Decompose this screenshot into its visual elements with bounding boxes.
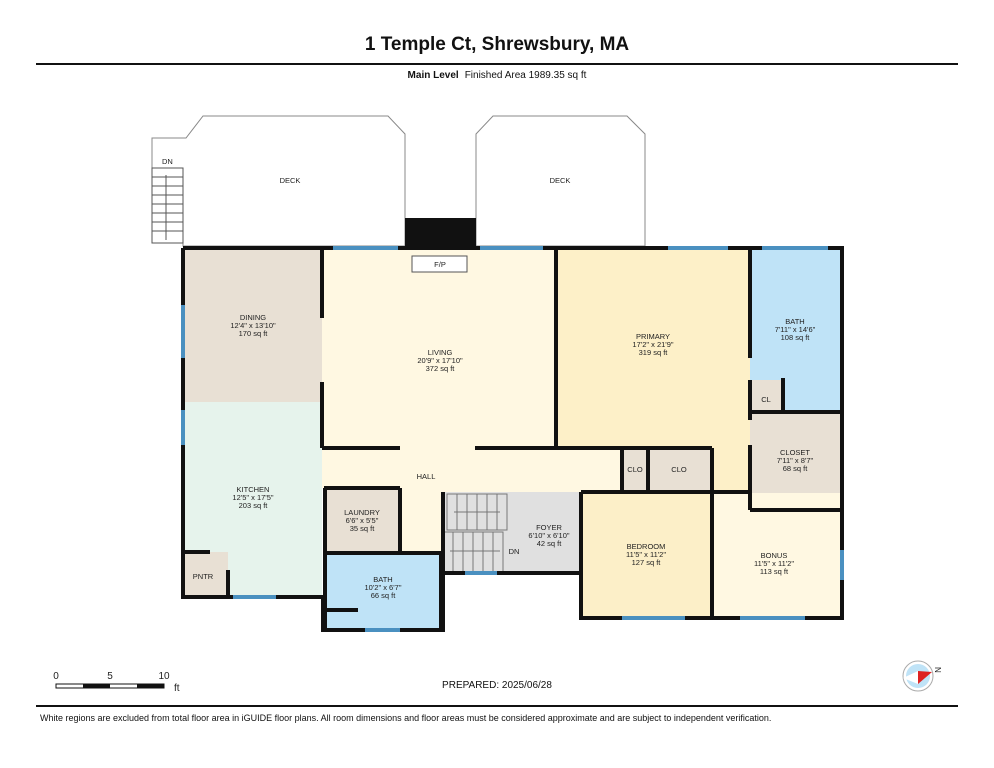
svg-text:7'11" x 14'6": 7'11" x 14'6"	[775, 325, 816, 334]
svg-text:17'2" x 21'9": 17'2" x 21'9"	[632, 340, 673, 349]
room-clo	[648, 448, 712, 490]
svg-text:42 sq ft: 42 sq ft	[537, 539, 563, 548]
deck-label: DECK	[280, 176, 301, 185]
svg-text:108 sq ft: 108 sq ft	[781, 333, 811, 342]
svg-text:113 sq ft: 113 sq ft	[760, 567, 789, 576]
room-clo	[622, 448, 648, 490]
decks	[151, 115, 646, 247]
windows	[181, 246, 844, 632]
svg-text:PRIMARY: PRIMARY	[636, 332, 670, 341]
deck-left	[151, 115, 406, 247]
svg-text:BEDROOM: BEDROOM	[627, 542, 666, 551]
divider	[36, 63, 958, 65]
fireplace	[411, 255, 468, 273]
svg-text:68 sq ft: 68 sq ft	[783, 464, 809, 473]
svg-text:12'5" x 17'5": 12'5" x 17'5"	[232, 493, 273, 502]
fireplace-chimney	[405, 218, 476, 246]
room-pantry	[183, 552, 228, 597]
fireplace-label: F/P	[434, 260, 446, 269]
room-bedroom	[581, 492, 712, 618]
svg-text:319 sq ft: 319 sq ft	[639, 348, 669, 357]
room-laundry	[325, 488, 400, 551]
svg-text:6'6" x 5'5": 6'6" x 5'5"	[346, 516, 379, 525]
svg-text:LIVING: LIVING	[428, 348, 453, 357]
svg-text:BONUS: BONUS	[761, 551, 788, 560]
deck-label: DECK	[550, 176, 571, 185]
svg-text:N: N	[933, 667, 942, 673]
svg-text:20'9" x 17'10": 20'9" x 17'10"	[417, 356, 463, 365]
svg-text:10'2" x 6'7": 10'2" x 6'7"	[365, 583, 402, 592]
svg-text:7'11" x 8'7": 7'11" x 8'7"	[777, 456, 814, 465]
walls	[181, 246, 844, 632]
divider	[36, 705, 958, 707]
room-primary	[556, 248, 750, 493]
svg-text:6'10" x 6'10": 6'10" x 6'10"	[528, 531, 569, 540]
deck-stairs	[151, 167, 184, 244]
stairs-dn-label: DN	[509, 547, 520, 556]
svg-text:BATH: BATH	[785, 317, 804, 326]
hall-label: HALL	[417, 472, 436, 481]
svg-text:LAUNDRY: LAUNDRY	[344, 508, 380, 517]
svg-text:11'5" x 11'2": 11'5" x 11'2"	[626, 550, 666, 559]
clo-label: CLO	[627, 465, 643, 474]
finished-area: Finished Area 1989.35 sq ft	[464, 70, 587, 81]
svg-text:0: 0	[53, 671, 59, 682]
cl-label: CL	[761, 395, 771, 404]
room-living	[322, 248, 556, 448]
svg-text:127 sq ft: 127 sq ft	[632, 558, 662, 567]
svg-text:203 sq ft: 203 sq ft	[239, 501, 269, 510]
deck-dn-label: DN	[162, 157, 173, 166]
pantry-label: PNTR	[193, 572, 214, 581]
svg-text:12'4" x 13'10": 12'4" x 13'10"	[230, 321, 276, 330]
level-label: Main Level	[407, 70, 459, 81]
svg-text:10: 10	[158, 671, 170, 682]
svg-text:BATH: BATH	[373, 575, 392, 584]
room-bath	[325, 553, 441, 630]
svg-text:35 sq ft: 35 sq ft	[350, 524, 376, 533]
subtitle: Main Level Finished Area 1989.35 sq ft	[0, 70, 994, 81]
prepared-date: PREPARED: 2025/06/28	[442, 680, 552, 691]
svg-text:FOYER: FOYER	[536, 523, 562, 532]
svg-text:66 sq ft: 66 sq ft	[371, 591, 397, 600]
disclaimer: White regions are excluded from total fl…	[40, 713, 772, 723]
svg-text:CLOSET: CLOSET	[780, 448, 810, 457]
svg-text:11'5" x 11'2": 11'5" x 11'2"	[754, 559, 794, 568]
svg-text:DINING: DINING	[240, 313, 266, 322]
compass-icon: N	[902, 660, 942, 692]
svg-text:ft: ft	[174, 683, 180, 694]
svg-text:KITCHEN: KITCHEN	[237, 485, 270, 494]
room-cl	[750, 380, 783, 412]
room-bonus	[712, 493, 840, 618]
svg-text:5: 5	[107, 671, 113, 682]
svg-text:170 sq ft: 170 sq ft	[239, 329, 269, 338]
svg-text:372 sq ft: 372 sq ft	[426, 364, 456, 373]
room-hall	[322, 448, 622, 553]
room-dining	[183, 248, 322, 402]
scale-bar: 0 5 10 ft	[53, 671, 180, 694]
clo-label: CLO	[671, 465, 687, 474]
page-title: 1 Temple Ct, Shrewsbury, MA	[364, 34, 630, 55]
